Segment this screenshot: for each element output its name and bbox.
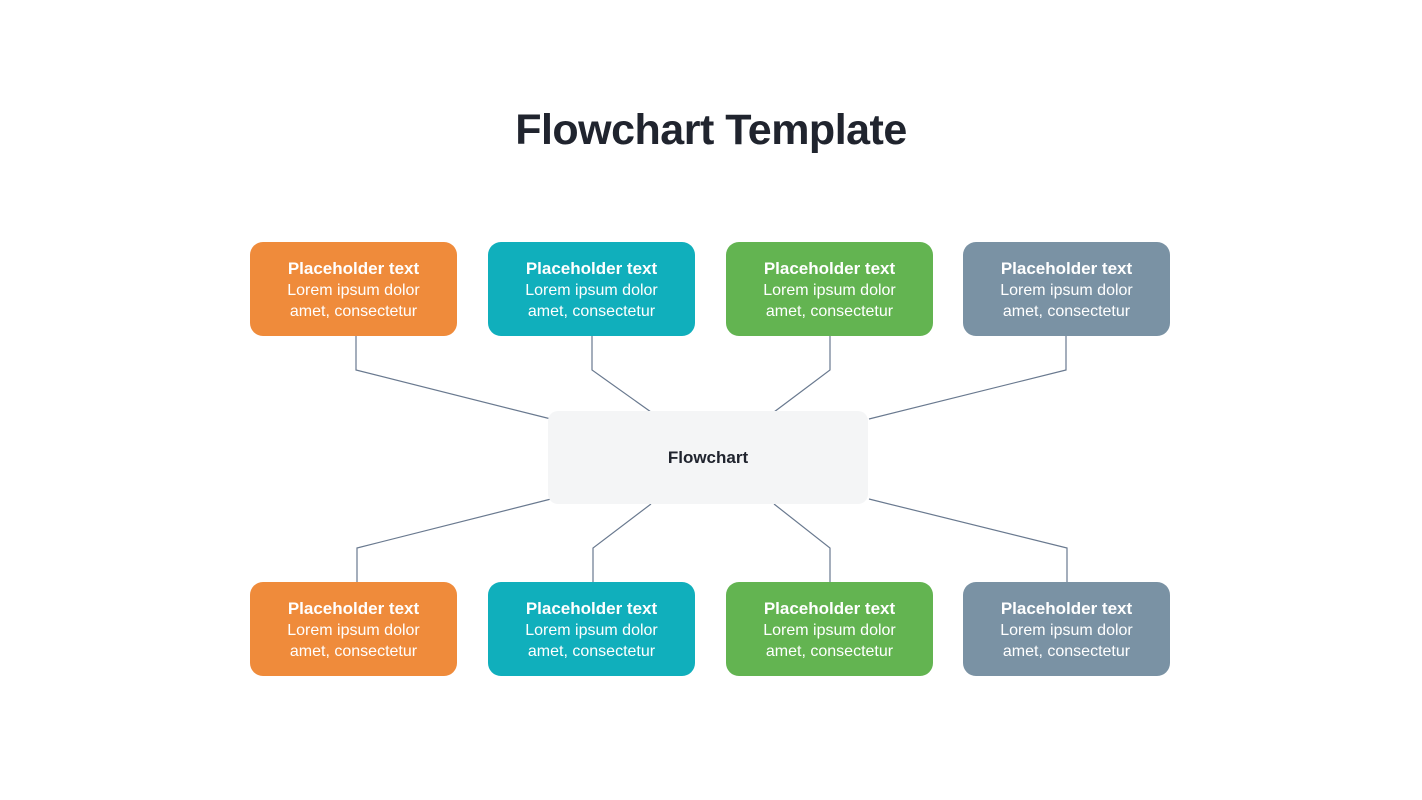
node-body-line2: amet, consectetur [289, 642, 418, 660]
node-body-line1: Lorem ipsum dolor [1000, 621, 1133, 639]
node-body-line2: amet, consectetur [1002, 642, 1131, 660]
node-title: Placeholder text [287, 598, 420, 618]
flow-node-top-1: Placeholder text Lorem ipsum dolor amet,… [250, 242, 457, 336]
node-body-line2: amet, consectetur [527, 642, 656, 660]
connector-top-1 [355, 336, 552, 420]
node-body-line2: amet, consectetur [765, 642, 894, 660]
flow-node-top-2: Placeholder text Lorem ipsum dolor amet,… [488, 242, 695, 336]
node-title: Placeholder text [525, 258, 658, 278]
node-body-line1: Lorem ipsum dolor [763, 281, 896, 299]
node-body-line1: Lorem ipsum dolor [1000, 281, 1133, 299]
node-title: Placeholder text [287, 258, 420, 278]
node-title: Placeholder text [525, 598, 658, 618]
node-body-line1: Lorem ipsum dolor [763, 621, 896, 639]
node-title: Placeholder text [763, 258, 896, 278]
node-body-line1: Lorem ipsum dolor [287, 621, 420, 639]
node-body-line2: amet, consectetur [527, 302, 656, 320]
node-body-line1: Lorem ipsum dolor [287, 281, 420, 299]
flow-node-top-4: Placeholder text Lorem ipsum dolor amet,… [963, 242, 1170, 336]
center-node-label: Flowchart [667, 447, 749, 467]
node-title: Placeholder text [1000, 258, 1133, 278]
connector-top-3 [773, 336, 831, 413]
node-title: Placeholder text [1000, 598, 1133, 618]
connector-top-2 [591, 336, 652, 413]
connector-bottom-4 [868, 498, 1068, 583]
flow-node-bottom-2: Placeholder text Lorem ipsum dolor amet,… [488, 582, 695, 676]
flow-node-bottom-3: Placeholder text Lorem ipsum dolor amet,… [726, 582, 933, 676]
page-title: Flowchart Template [515, 106, 907, 154]
connector-bottom-3 [773, 503, 831, 583]
flow-node-top-3: Placeholder text Lorem ipsum dolor amet,… [726, 242, 933, 336]
node-body-line2: amet, consectetur [289, 302, 418, 320]
connector-bottom-2 [592, 503, 652, 583]
flow-node-center: Flowchart [548, 411, 868, 504]
node-body-line2: amet, consectetur [765, 302, 894, 320]
connector-bottom-1 [356, 498, 552, 583]
flow-node-bottom-4: Placeholder text Lorem ipsum dolor amet,… [963, 582, 1170, 676]
node-body-line1: Lorem ipsum dolor [525, 281, 658, 299]
node-body-line2: amet, consectetur [1002, 302, 1131, 320]
node-body-line1: Lorem ipsum dolor [525, 621, 658, 639]
flow-node-bottom-1: Placeholder text Lorem ipsum dolor amet,… [250, 582, 457, 676]
connector-top-4 [868, 336, 1067, 420]
node-title: Placeholder text [763, 598, 896, 618]
